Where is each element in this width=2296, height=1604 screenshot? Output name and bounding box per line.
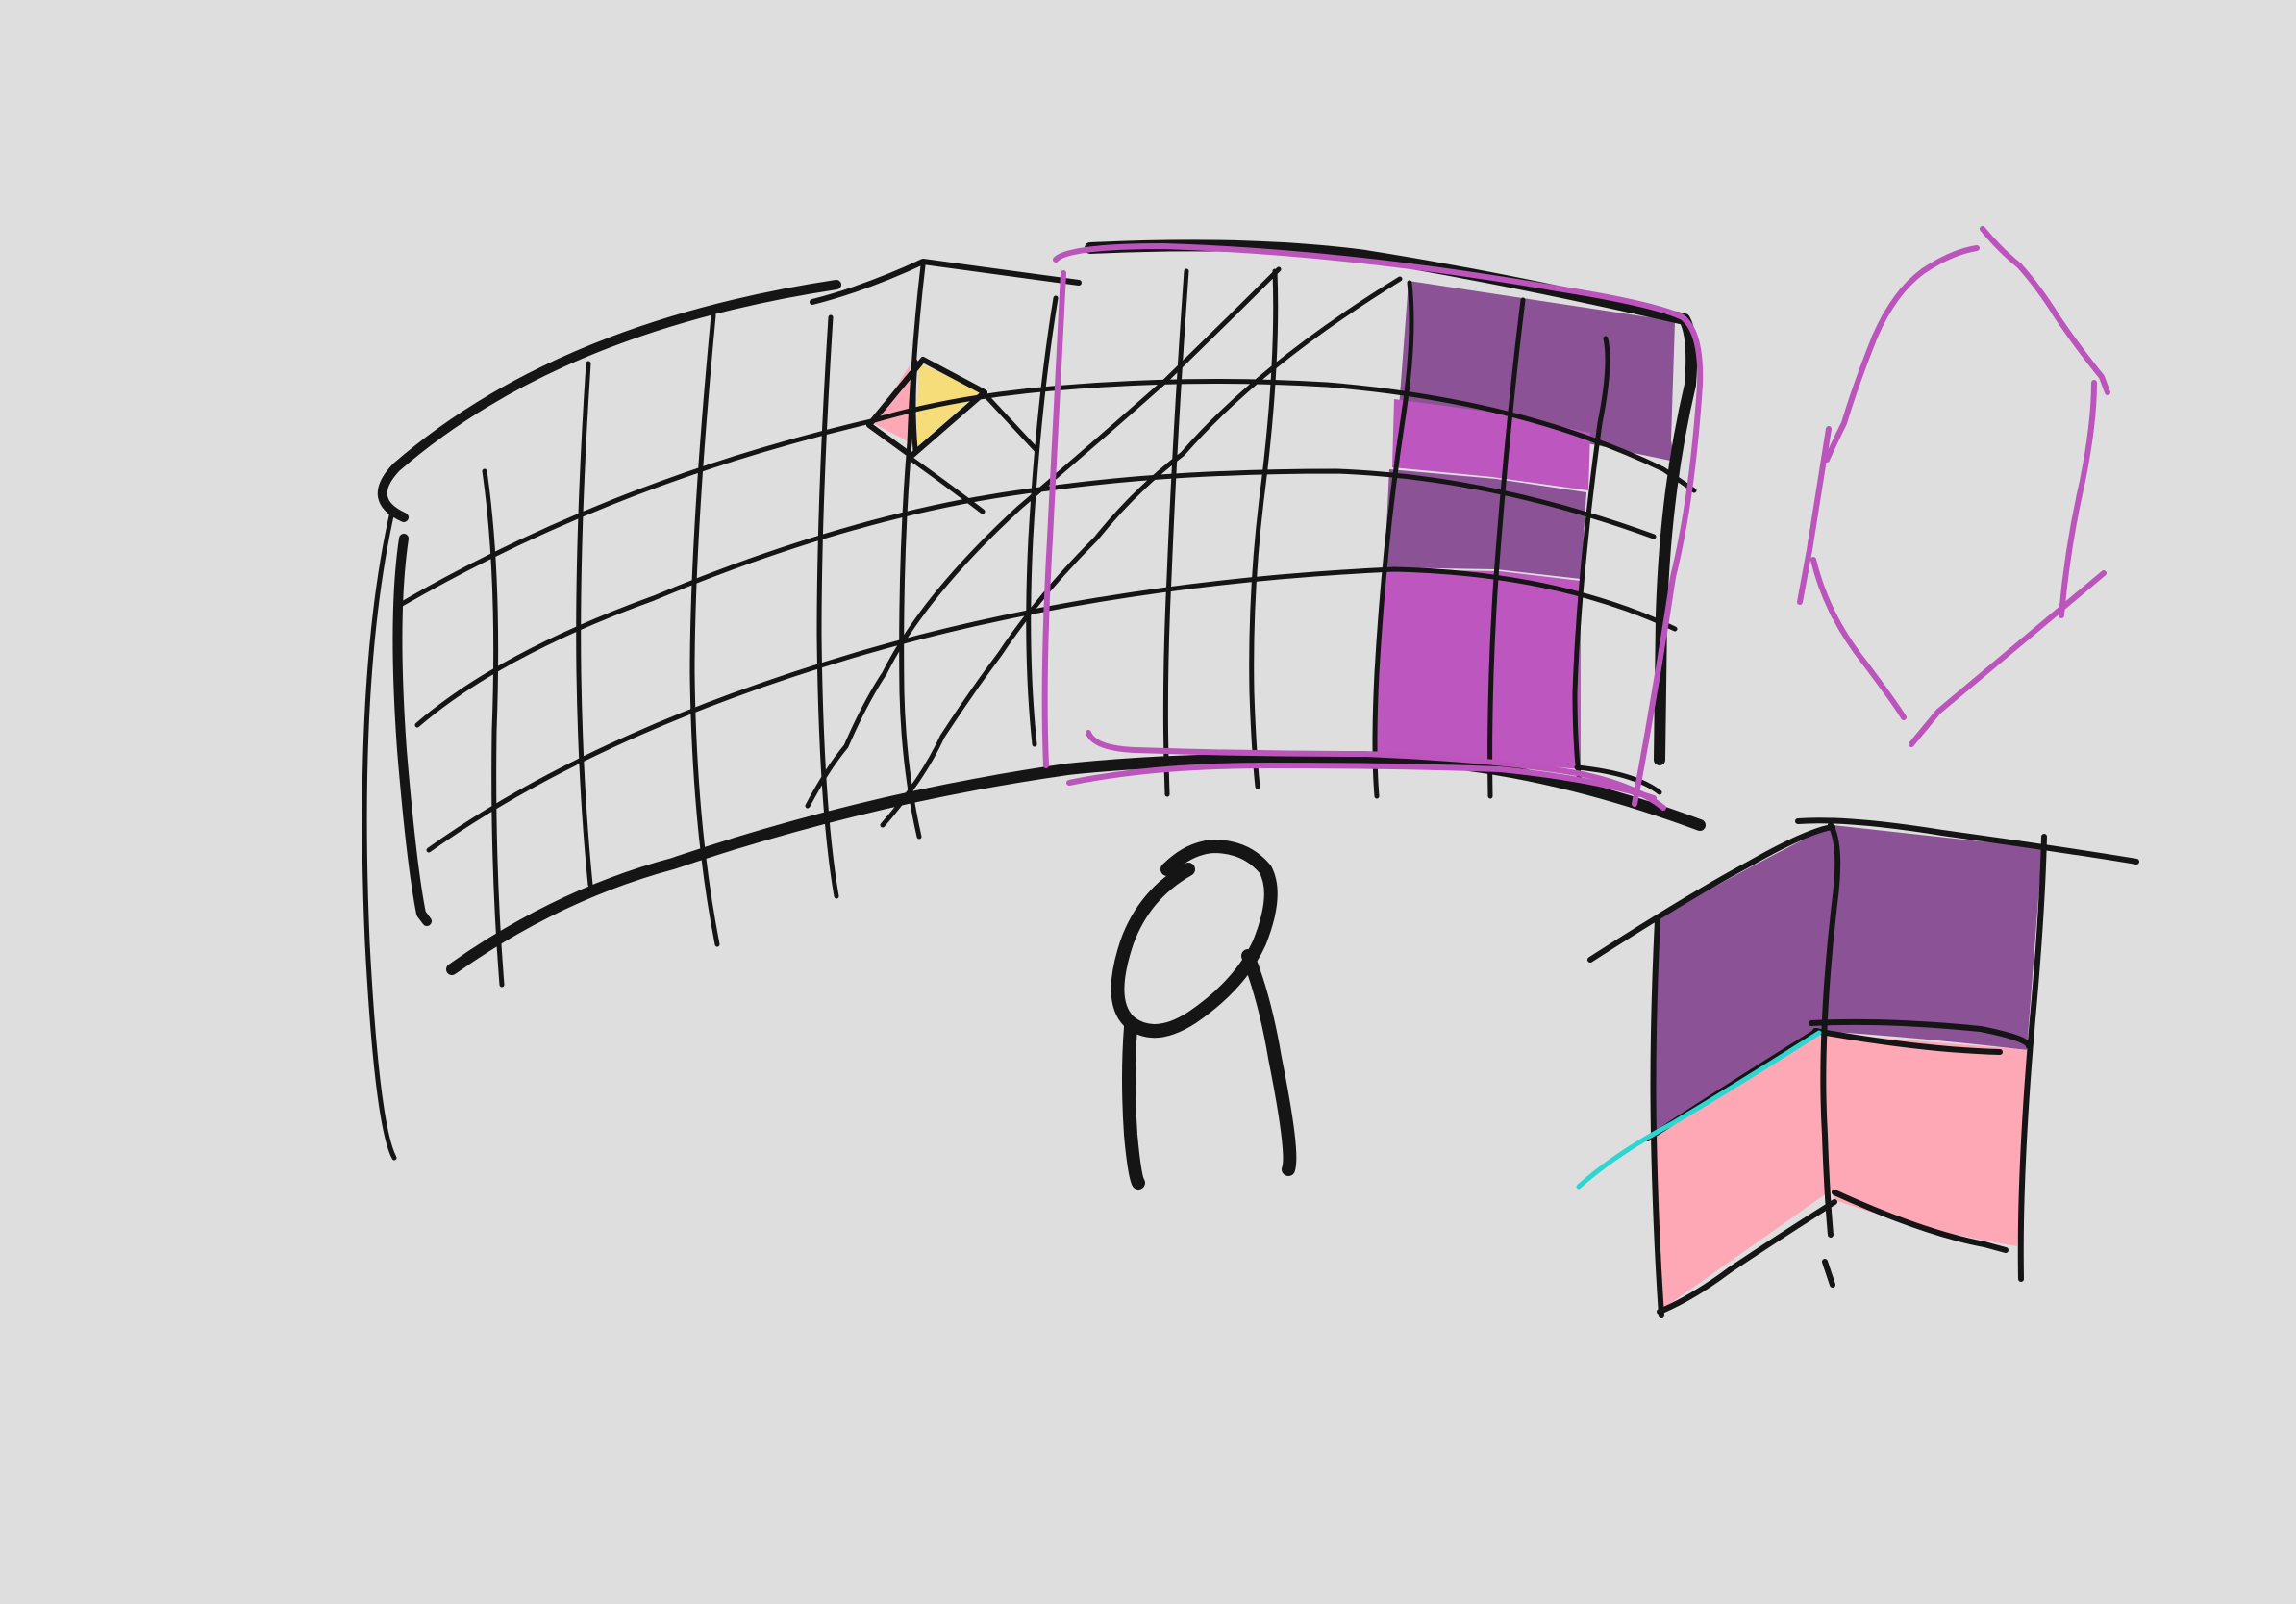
kite-shape <box>866 357 1039 514</box>
screen-left-edge-outer <box>362 509 397 1161</box>
diagonal-line-1 <box>805 266 1282 809</box>
diagonal-grid-lines <box>805 266 1403 828</box>
viewer-right-body <box>1241 949 1297 1176</box>
grid-vertical-9 <box>1372 280 1414 799</box>
corner-panel-dark-purple <box>1654 825 2042 1135</box>
diamond-top-right <box>1980 226 2110 395</box>
grid-vertical-4 <box>816 314 839 899</box>
corner-panel-pink-bottom-left <box>1657 1199 1837 1315</box>
screen-top-edge-right <box>1085 239 1698 765</box>
corner-panel-middle-band <box>1809 1018 2032 1049</box>
magenta-outline-screen <box>1041 243 1704 811</box>
grid-vertical-1 <box>482 468 505 988</box>
magenta-bottom-curve <box>1066 763 1657 801</box>
corner-panel-right-top-edge <box>1795 817 2139 865</box>
magenta-top-edge <box>1053 243 1704 807</box>
screen-top-edge-left <box>377 280 841 522</box>
diamond-bottom-right <box>1909 570 2107 747</box>
grid-vertical-8 <box>1249 268 1279 789</box>
kite-string-line <box>982 391 1039 453</box>
corner-panel-pink <box>1654 1033 2031 1310</box>
stick-figure-viewer <box>1111 840 1297 1190</box>
diamond-left-edge <box>1797 426 1832 605</box>
corner-panel-cyan-stroke <box>1576 1030 1822 1190</box>
diamond-top-left <box>1824 245 1980 463</box>
grid-vertical-11 <box>1572 336 1610 793</box>
corner-panel-right-edge <box>2017 834 2047 1282</box>
viewer-head <box>1111 840 1278 1039</box>
diagonal-line-2 <box>880 276 1403 828</box>
corner-panel-middle-band-2 <box>1812 1028 2003 1055</box>
panel-bottom-connector <box>1574 764 1662 795</box>
grid-vertical-6 <box>1026 295 1059 747</box>
grid-horizontal-3 <box>414 468 1657 728</box>
diamond-bottom-left <box>1810 557 1907 720</box>
kite-tail-line <box>907 455 986 514</box>
screen-left-edge-inner <box>392 534 432 926</box>
viewer-left-body <box>1122 1020 1145 1190</box>
panel-dark-purple-mid <box>1385 469 1586 579</box>
magenta-diamond-outline <box>1797 226 2110 747</box>
kite-center-line <box>911 359 918 453</box>
corner-panel-center-spine <box>1820 822 1841 1238</box>
grid-vertical-10 <box>1487 297 1526 799</box>
panel-light-purple-band <box>1392 399 1590 490</box>
magenta-bottom-edge <box>1086 730 1666 811</box>
magenta-left-edge <box>1041 270 1066 768</box>
grid-vertical-2 <box>576 361 593 888</box>
grid-vertical-3 <box>689 313 720 947</box>
curved-grid-screen <box>362 239 1706 1161</box>
grid-horizontal-2 <box>399 418 874 607</box>
grid-vertical-5 <box>899 263 926 840</box>
panel-light-purple-bottom <box>1375 569 1581 769</box>
grid-horizontal-4 <box>426 566 1678 853</box>
corner-panel-spine-stub <box>1822 1259 1835 1288</box>
screen-top-edge-mid <box>810 259 1082 305</box>
corner-panel-pink-bottom-right <box>1832 1190 2009 1253</box>
diamond-right-edge <box>2059 380 2097 618</box>
corner-panel-left-top-edge <box>1587 824 1835 963</box>
